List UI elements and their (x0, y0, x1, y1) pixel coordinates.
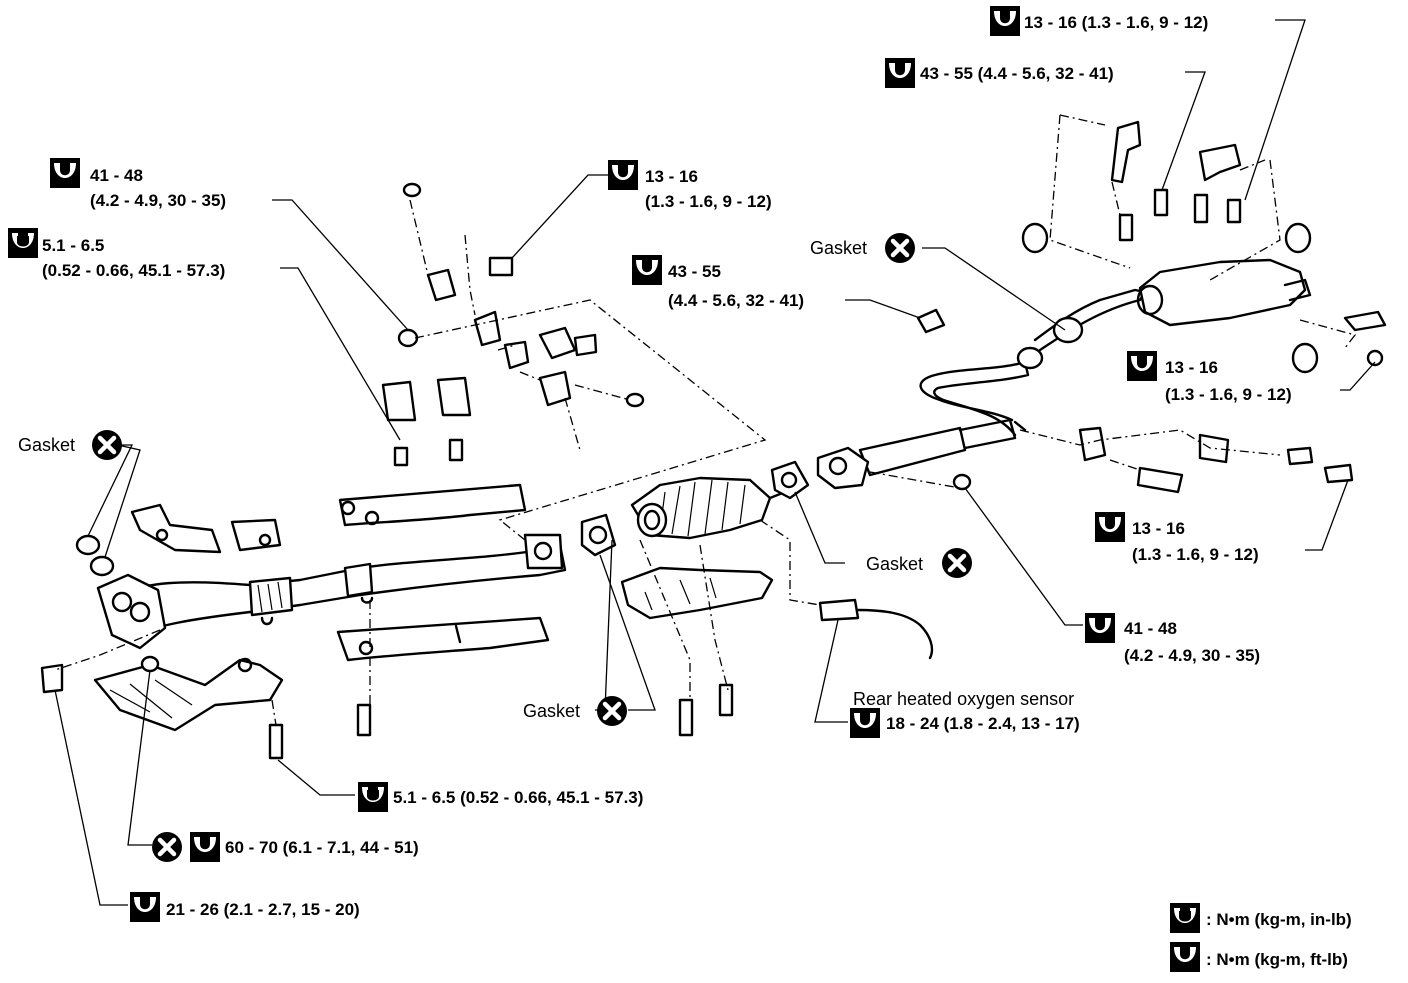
torque-wrench-icon (1127, 351, 1157, 381)
torque-wrench-icon (632, 255, 662, 285)
torque-label-left-51-a: 5.1 - 6.5 (42, 236, 104, 255)
torque-wrench-icon (608, 160, 638, 190)
torque-wrench-filled-icon (1170, 903, 1200, 933)
center-pipe (816, 346, 1044, 491)
legend-ft-lb: : N•m (kg-m, ft-lb) (1206, 950, 1348, 969)
torque-label-right-13-b: (1.3 - 1.6, 9 - 12) (1165, 385, 1292, 404)
main-muffler (1033, 258, 1312, 352)
torque-wrench-filled-icon (358, 782, 388, 812)
legend-in-lb: : N•m (kg-m, in-lb) (1206, 910, 1352, 929)
muffler-hangers (1021, 120, 1387, 374)
torque-wrench-icon (990, 6, 1020, 36)
center-nut (952, 473, 972, 491)
torque-wrench-icon (190, 832, 220, 862)
front-tube-mounts (381, 182, 645, 422)
replace-part-icon (152, 832, 182, 862)
gasket-labels: Gasket Gasket Gasket Gasket (18, 238, 923, 721)
legend: : N•m (kg-m, in-lb) : N•m (kg-m, ft-lb) (1206, 910, 1352, 969)
torque-label-right-13-a: 13 - 16 (1165, 358, 1218, 377)
torque-labels: 13 - 16 (1.3 - 1.6, 9 - 12) 43 - 55 (4.4… (42, 13, 1292, 919)
torque-label-bottom-60: 60 - 70 (6.1 - 7.1, 44 - 51) (225, 838, 419, 857)
torque-wrench-icon (130, 892, 160, 922)
front-exhaust-tube (96, 533, 567, 650)
torque-label-sensor: 18 - 24 (1.8 - 2.4, 13 - 17) (886, 714, 1080, 733)
torque-label-right-41-b: (4.2 - 4.9, 30 - 35) (1124, 646, 1260, 665)
torque-wrench-icon (850, 708, 880, 738)
torque-label-right2-13-b: (1.3 - 1.6, 9 - 12) (1132, 545, 1259, 564)
rear-heated-oxygen-sensor (818, 598, 934, 660)
upper-heat-shield (338, 483, 527, 527)
gasket-catalyst-front (580, 513, 617, 557)
torque-wrench-icon (1170, 942, 1200, 972)
torque-wrench-icon (885, 58, 915, 88)
sensor-name-label: Rear heated oxygen sensor (853, 689, 1074, 709)
front-lower-heat-shield (93, 657, 284, 732)
replace-part-icon (92, 430, 122, 460)
front-shield-left (130, 503, 282, 554)
replace-part-icon (885, 233, 915, 263)
catalytic-converter (630, 476, 787, 540)
gasket-label-upper-right: Gasket (810, 238, 867, 258)
torque-label-upper-13-b: (1.3 - 1.6, 9 - 12) (645, 192, 772, 211)
torque-label-left-51-b: (0.52 - 0.66, 45.1 - 57.3) (42, 261, 225, 280)
leader-lines (54, 19, 1376, 906)
torque-label-left-41-b: (4.2 - 4.9, 30 - 35) (90, 191, 226, 210)
torque-wrench-filled-icon (8, 228, 38, 258)
torque-label-top-right-1: 13 - 16 (1.3 - 1.6, 9 - 12) (1024, 13, 1208, 32)
gasket-label-lower: Gasket (523, 701, 580, 721)
catalyst-heat-shield (620, 566, 774, 620)
torque-wrench-icon (50, 158, 80, 188)
center-lines (54, 114, 1357, 726)
lower-heat-shield (336, 616, 550, 662)
torque-label-bottom-21: 21 - 26 (2.1 - 2.7, 15 - 20) (166, 900, 360, 919)
torque-wrench-icon (1095, 512, 1125, 542)
replace-part-icon (597, 696, 627, 726)
torque-label-left-41-a: 41 - 48 (90, 166, 143, 185)
muffler-gasket (1052, 316, 1084, 344)
replace-part-icon (942, 548, 972, 578)
torque-label-right-41-a: 41 - 48 (1124, 619, 1177, 638)
gasket-label-left: Gasket (18, 435, 75, 455)
gasket-ring-left-1 (75, 534, 101, 556)
torque-label-top-right-2: 43 - 55 (4.4 - 5.6, 32 - 41) (920, 64, 1114, 83)
gasket-catalyst-rear (770, 460, 810, 500)
torque-label-upper-13-a: 13 - 16 (645, 167, 698, 186)
torque-label-right2-13-a: 13 - 16 (1132, 519, 1185, 538)
gasket-ring-left-2 (89, 555, 115, 577)
torque-label-mid-43-a: 43 - 55 (668, 262, 721, 281)
torque-label-mid-43-b: (4.4 - 5.6, 32 - 41) (668, 291, 804, 310)
exhaust-parts (40, 120, 1387, 760)
center-pipe-flange (1016, 346, 1044, 370)
torque-wrench-icon (1085, 613, 1115, 643)
bolts (40, 188, 1354, 760)
torque-label-bottom-51: 5.1 - 6.5 (0.52 - 0.66, 45.1 - 57.3) (393, 788, 643, 807)
gasket-label-center: Gasket (866, 554, 923, 574)
